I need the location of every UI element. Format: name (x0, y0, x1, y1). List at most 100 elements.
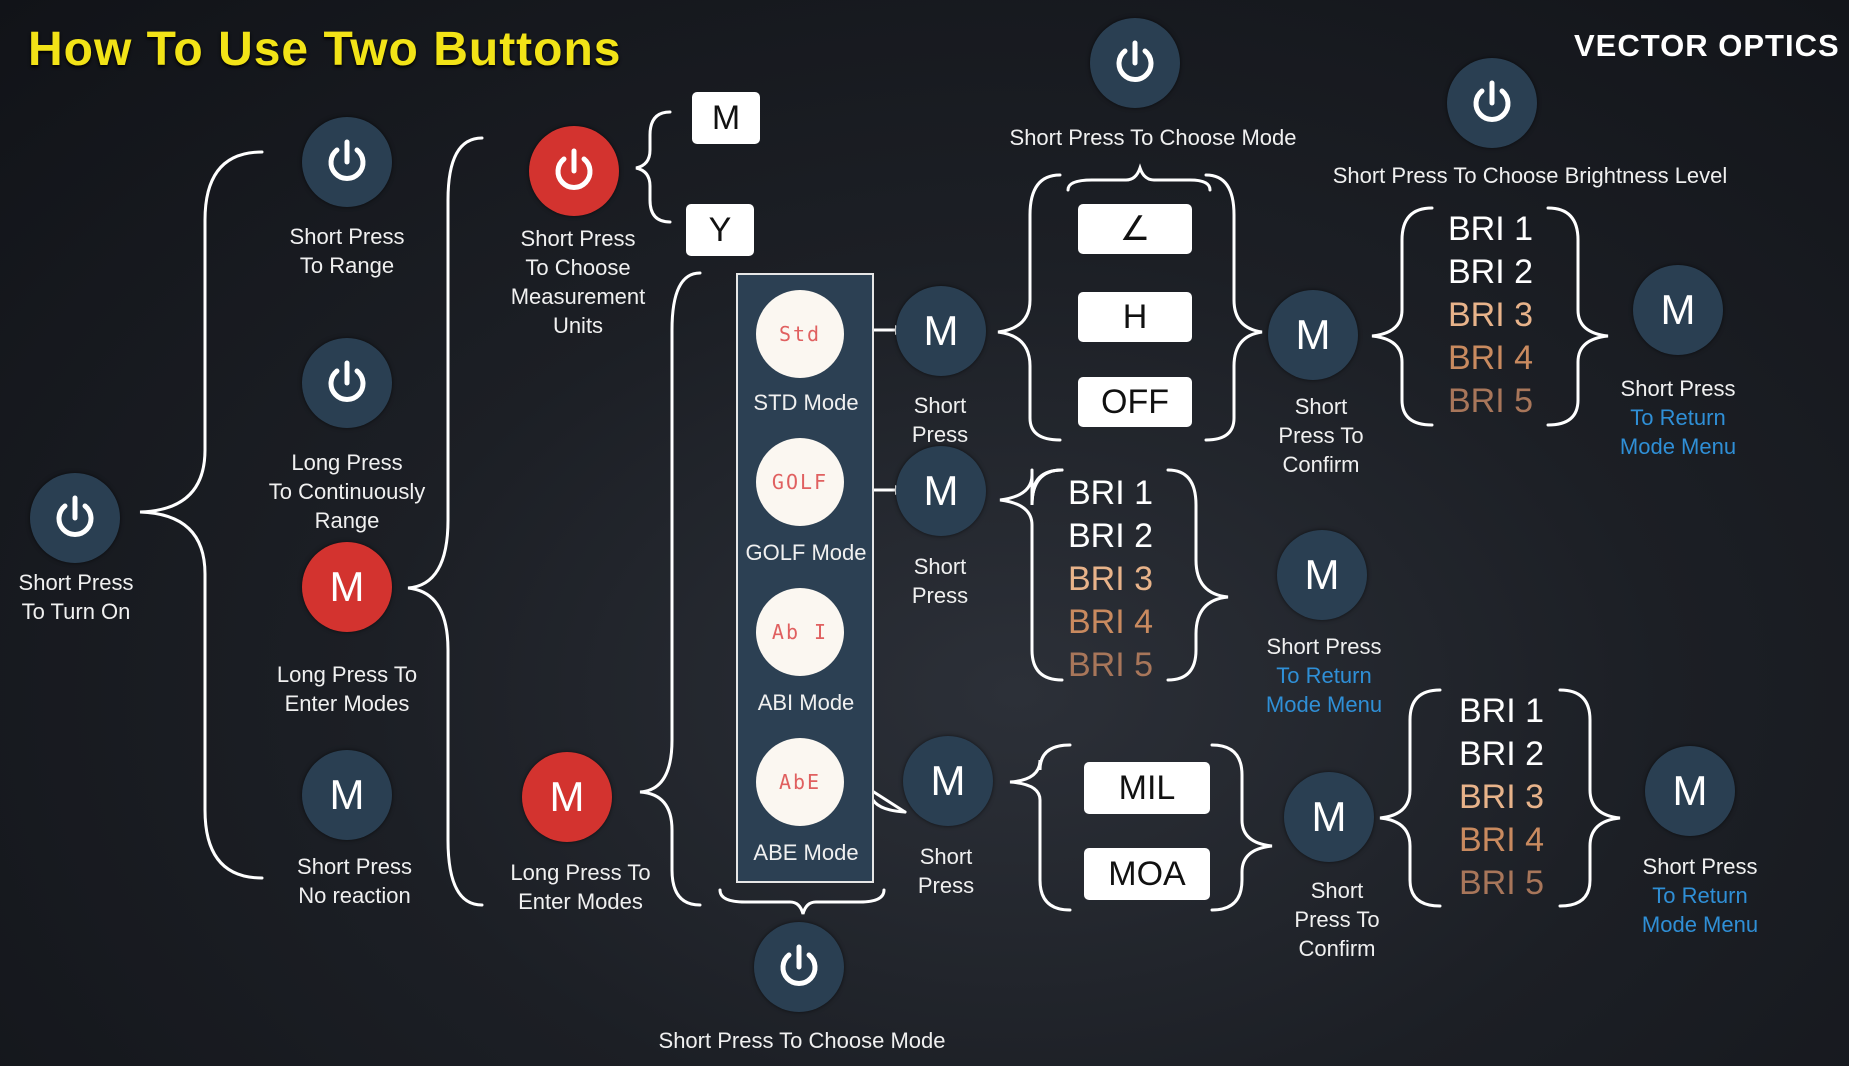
units-label: Short Press To Choose Measurement Units (488, 224, 668, 340)
ab-brightness-list: BRI 1 BRI 2 BRI 3 BRI 4 BRI 5 (1459, 690, 1544, 905)
ab-bri-4: BRI 4 (1459, 821, 1545, 859)
std-bri-4: BRI 4 (1448, 339, 1534, 377)
enter-modes-label-line-2: Enter Modes (284, 691, 410, 716)
golf-press-label-line-1: Short (913, 554, 967, 579)
abi-display: Ab I (756, 588, 844, 676)
std-option-off: OFF (1078, 377, 1192, 427)
power-icon (780, 944, 818, 986)
golf-bri-5: BRI 5 (1068, 646, 1154, 684)
continuous-range-label-line-3: Range (314, 508, 380, 533)
ab-confirm-label-line-2: Press To (1294, 907, 1380, 932)
mode-button-enter-modes-2[interactable]: M (522, 752, 612, 842)
unit-option-m: M (692, 92, 760, 144)
ab-press-label-line-2: Press (917, 873, 975, 898)
std-confirm-label: Short Press To Confirm (1256, 392, 1386, 479)
power-button-choose-mode-bottom[interactable] (754, 922, 844, 1012)
std-mode-label: STD Mode (753, 390, 859, 415)
mode-m-icon: M (1660, 286, 1696, 333)
golf-bri-3: BRI 3 (1068, 560, 1154, 598)
mode-button-enter-modes[interactable]: M (302, 542, 392, 632)
std-confirm-label-line-3: Confirm (1282, 452, 1360, 477)
golf-bri-2: BRI 2 (1068, 517, 1154, 555)
power-icon (555, 148, 593, 190)
abe-mode-label: ABE Mode (753, 840, 859, 865)
ab-bri-1: BRI 1 (1459, 692, 1545, 730)
unit-option-y: Y (686, 204, 754, 256)
std-confirm-label-line-2: Press To (1278, 423, 1364, 448)
range-label: Short Press To Range (262, 222, 432, 280)
golf-return-label-line-3: Mode Menu (1265, 692, 1383, 717)
std-press-label-line-1: Short (913, 393, 967, 418)
power-button-turn-on[interactable] (30, 473, 120, 563)
ab-option-moa: MOA (1084, 848, 1210, 900)
mode-m-icon: M (1311, 793, 1347, 840)
no-reaction-label: Short Press No reaction (262, 852, 447, 910)
golf-m-button[interactable]: M (896, 446, 986, 536)
golf-bri-4: BRI 4 (1068, 603, 1154, 641)
enter-modes-label-2: Long Press To Enter Modes (488, 858, 673, 916)
ab-m-button[interactable]: M (903, 736, 993, 826)
power-icon (1473, 80, 1511, 122)
enter-modes-label: Long Press To Enter Modes (252, 660, 442, 718)
std-return-button[interactable]: M (1633, 265, 1723, 355)
golf-display: GOLF (756, 438, 844, 526)
mode-m-icon: M (329, 771, 365, 818)
turn-on-label-line-2: To Turn On (21, 599, 131, 624)
mode-button-no-reaction[interactable]: M (302, 750, 392, 840)
mode-m-icon: M (1672, 767, 1708, 814)
power-button-brightness[interactable] (1447, 58, 1537, 148)
std-confirm-button[interactable]: M (1268, 290, 1358, 380)
std-m-button[interactable]: M (896, 286, 986, 376)
std-brightness-list: BRI 1 BRI 2 BRI 3 BRI 4 BRI 5 (1448, 208, 1533, 423)
std-bri-5: BRI 5 (1448, 382, 1534, 420)
golf-press-label-line-2: Press (911, 583, 969, 608)
ab-confirm-button[interactable]: M (1284, 772, 1374, 862)
ab-bri-2: BRI 2 (1459, 735, 1545, 773)
power-icon (56, 495, 94, 537)
ab-press-label-line-1: Short (919, 844, 973, 869)
choose-mode-bottom-label: Short Press To Choose Mode (658, 1028, 946, 1053)
std-option-h: H (1078, 292, 1192, 342)
units-label-line-3: Measurement (510, 284, 646, 309)
abi-mode-label: ABI Mode (757, 690, 855, 715)
power-button-choose-units[interactable] (529, 126, 619, 216)
power-button-continuous-range[interactable] (302, 338, 392, 428)
power-button-range[interactable] (302, 117, 392, 207)
range-label-line-1: Short Press (289, 224, 405, 249)
std-return-label: Short Press To Return Mode Menu (1598, 374, 1758, 461)
ab-return-label-line-2: To Return (1652, 883, 1748, 908)
units-label-line-2: To Choose (525, 255, 631, 280)
turn-on-label-line-1: Short Press (18, 570, 134, 595)
mode-m-icon: M (549, 773, 585, 820)
mode-m-icon: M (923, 307, 959, 354)
power-icon (1116, 40, 1154, 82)
std-option-angle: ∠ (1078, 204, 1192, 254)
golf-bri-1: BRI 1 (1068, 474, 1154, 512)
mode-m-icon: M (329, 563, 365, 610)
ab-confirm-label: Short Press To Confirm (1272, 876, 1402, 963)
abe-display: AbE (756, 738, 844, 826)
enter-modes-2-label-line-2: Enter Modes (518, 889, 643, 914)
continuous-range-label: Long Press To Continuously Range (252, 448, 442, 535)
mode-m-icon: M (1295, 311, 1331, 358)
range-label-line-2: To Range (299, 253, 395, 278)
std-return-label-line-1: Short Press (1620, 376, 1736, 401)
choose-mode-top-label: Short Press To Choose Mode (1009, 125, 1297, 150)
ab-confirm-label-line-3: Confirm (1298, 936, 1376, 961)
golf-return-label: Short Press To Return Mode Menu (1244, 632, 1404, 719)
continuous-range-label-line-1: Long Press (291, 450, 403, 475)
no-reaction-label-line-1: Short Press (297, 854, 412, 879)
power-icon (328, 360, 366, 402)
power-button-choose-mode-top[interactable] (1090, 18, 1180, 108)
mode-m-icon: M (930, 757, 966, 804)
ab-return-button[interactable]: M (1645, 746, 1735, 836)
golf-return-button[interactable]: M (1277, 530, 1367, 620)
power-icon (328, 139, 366, 181)
ab-bri-5: BRI 5 (1459, 864, 1545, 902)
golf-mode-label: GOLF Mode (745, 540, 867, 565)
ab-return-label-line-1: Short Press (1642, 854, 1758, 879)
std-press-label-line-2: Press (911, 422, 969, 447)
enter-modes-2-label-line-1: Long Press To (510, 860, 651, 885)
ab-confirm-label-line-1: Short (1310, 878, 1364, 903)
golf-return-label-line-1: Short Press (1266, 634, 1382, 659)
